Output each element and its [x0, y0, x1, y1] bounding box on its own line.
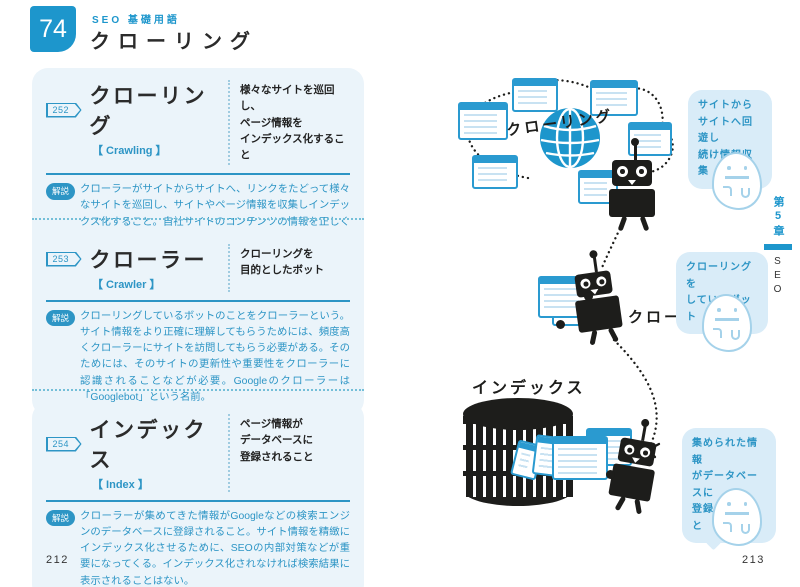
ghost-hand — [723, 186, 732, 196]
robot-hand — [556, 320, 565, 329]
ghost-eye — [743, 166, 747, 170]
term-block: 252 クローリング 【 Crawling 】 — [46, 80, 228, 165]
ghost-mouth — [725, 176, 749, 179]
term-summary: 様々なサイトを巡回し、 ページ情報を インデックス化すること — [228, 80, 350, 166]
chapter-tab: 第5章 — [772, 196, 784, 239]
section-number-badge: 74 — [30, 6, 76, 52]
robot-head — [617, 437, 657, 467]
term-description: 解説クローリングしているボットのことをクローラーという。サイト情報をより正確に理… — [46, 309, 350, 406]
page-title: クローリング — [90, 31, 258, 53]
robot-beak — [628, 180, 636, 185]
term-card-crawler: 253 クローラー 【 Crawler 】 クローリングを 目的としたボット 解… — [32, 232, 364, 416]
term-title: クローラー — [89, 249, 208, 272]
term-reading: 【 Crawler 】 — [92, 279, 161, 291]
term-description-text: クローリングしているボットのことをクローラーという。サイト情報をより正確に理解し… — [80, 311, 350, 403]
browser-window-icon — [458, 102, 508, 140]
divider — [46, 300, 350, 302]
index-label: インデックス — [472, 380, 586, 397]
robot-beak — [631, 457, 640, 464]
robot-eye — [595, 275, 607, 288]
divider — [46, 173, 350, 176]
ghost-hand — [741, 188, 750, 198]
ghost-hand — [731, 330, 740, 340]
browser-window-icon — [590, 80, 638, 116]
explanation-badge: 解説 — [46, 510, 76, 527]
crawling-illustration: クローリング — [400, 40, 800, 570]
robot-hand — [584, 292, 593, 301]
term-number-tag: 254 — [46, 436, 82, 452]
term-card-header: 253 クローラー 【 Crawler 】 クローリングを 目的としたボット — [46, 244, 350, 292]
explanation-badge: 解説 — [46, 183, 76, 200]
robot-eye — [639, 446, 651, 459]
term-title: クローリング — [89, 85, 208, 138]
ghost-hand — [741, 524, 750, 534]
term-description: 解説クローラーが集めてきた情報がGoogleなどの検索エンジンのデータベースに登… — [46, 509, 350, 587]
dotted-separator — [32, 389, 364, 391]
robot-body — [574, 295, 623, 346]
explanation-badge: 解説 — [46, 310, 76, 327]
ghost-eye — [727, 502, 731, 506]
term-number-tag: 253 — [46, 251, 82, 267]
term-summary: ページ情報が データベースに 登録されること — [228, 414, 350, 492]
term-reading: 【 Crawling 】 — [92, 145, 167, 157]
browser-window-icon — [552, 436, 608, 480]
divider — [46, 500, 350, 502]
database-band — [463, 476, 573, 497]
term-card-index: 254 インデックス 【 Index 】 ページ情報が データベースに 登録され… — [32, 402, 364, 587]
ghost-eye — [743, 502, 747, 506]
term-title: インデックス — [89, 419, 208, 472]
term-card-header: 254 インデックス 【 Index 】 ページ情報が データベースに 登録され… — [46, 414, 350, 492]
chapter-tab-bar — [764, 244, 792, 250]
crawler-robot-icon — [574, 257, 623, 346]
robot-hand — [606, 470, 615, 479]
page-number-left: 212 — [46, 554, 69, 566]
browser-window-icon — [512, 78, 558, 112]
robot-eye — [579, 277, 592, 290]
ghost-hand — [713, 328, 722, 338]
robot-eye — [617, 166, 628, 177]
robot-body — [609, 189, 655, 232]
page-number-right: 213 — [742, 554, 765, 566]
term-reading: 【 Index 】 — [92, 479, 149, 491]
robot-eye — [623, 443, 636, 456]
database-top — [463, 398, 573, 430]
ghost-icon — [702, 294, 752, 352]
ghost-icon — [712, 152, 762, 210]
robot-antenna — [630, 138, 639, 160]
term-block: 254 インデックス 【 Index 】 — [46, 414, 228, 492]
ghost-eye — [733, 308, 737, 312]
ghost-mouth — [725, 512, 749, 515]
term-summary: クローリングを 目的としたボット — [228, 244, 350, 292]
browser-window-icon — [472, 155, 518, 189]
robot-icon — [609, 138, 655, 232]
dotted-separator — [32, 218, 364, 220]
globe-icon — [540, 108, 600, 168]
robot-eye — [636, 166, 647, 177]
term-card-header: 252 クローリング 【 Crawling 】 様々なサイトを巡回し、 ページ情… — [46, 80, 350, 166]
robot-head — [574, 270, 614, 298]
chapter-section-label: SEO — [772, 256, 783, 298]
term-number-tag: 252 — [46, 102, 82, 118]
ghost-eye — [727, 166, 731, 170]
ghost-mouth — [715, 318, 739, 321]
term-block: 253 クローラー 【 Crawler 】 — [46, 244, 228, 292]
robot-head — [612, 160, 652, 186]
ghost-icon — [712, 488, 762, 546]
ghost-eye — [717, 308, 721, 312]
term-description-text: クローラーが集めてきた情報がGoogleなどの検索エンジンのデータベースに登録さ… — [80, 511, 350, 587]
section-category: SEO 基礎用語 — [92, 15, 180, 26]
ghost-hand — [723, 522, 732, 532]
